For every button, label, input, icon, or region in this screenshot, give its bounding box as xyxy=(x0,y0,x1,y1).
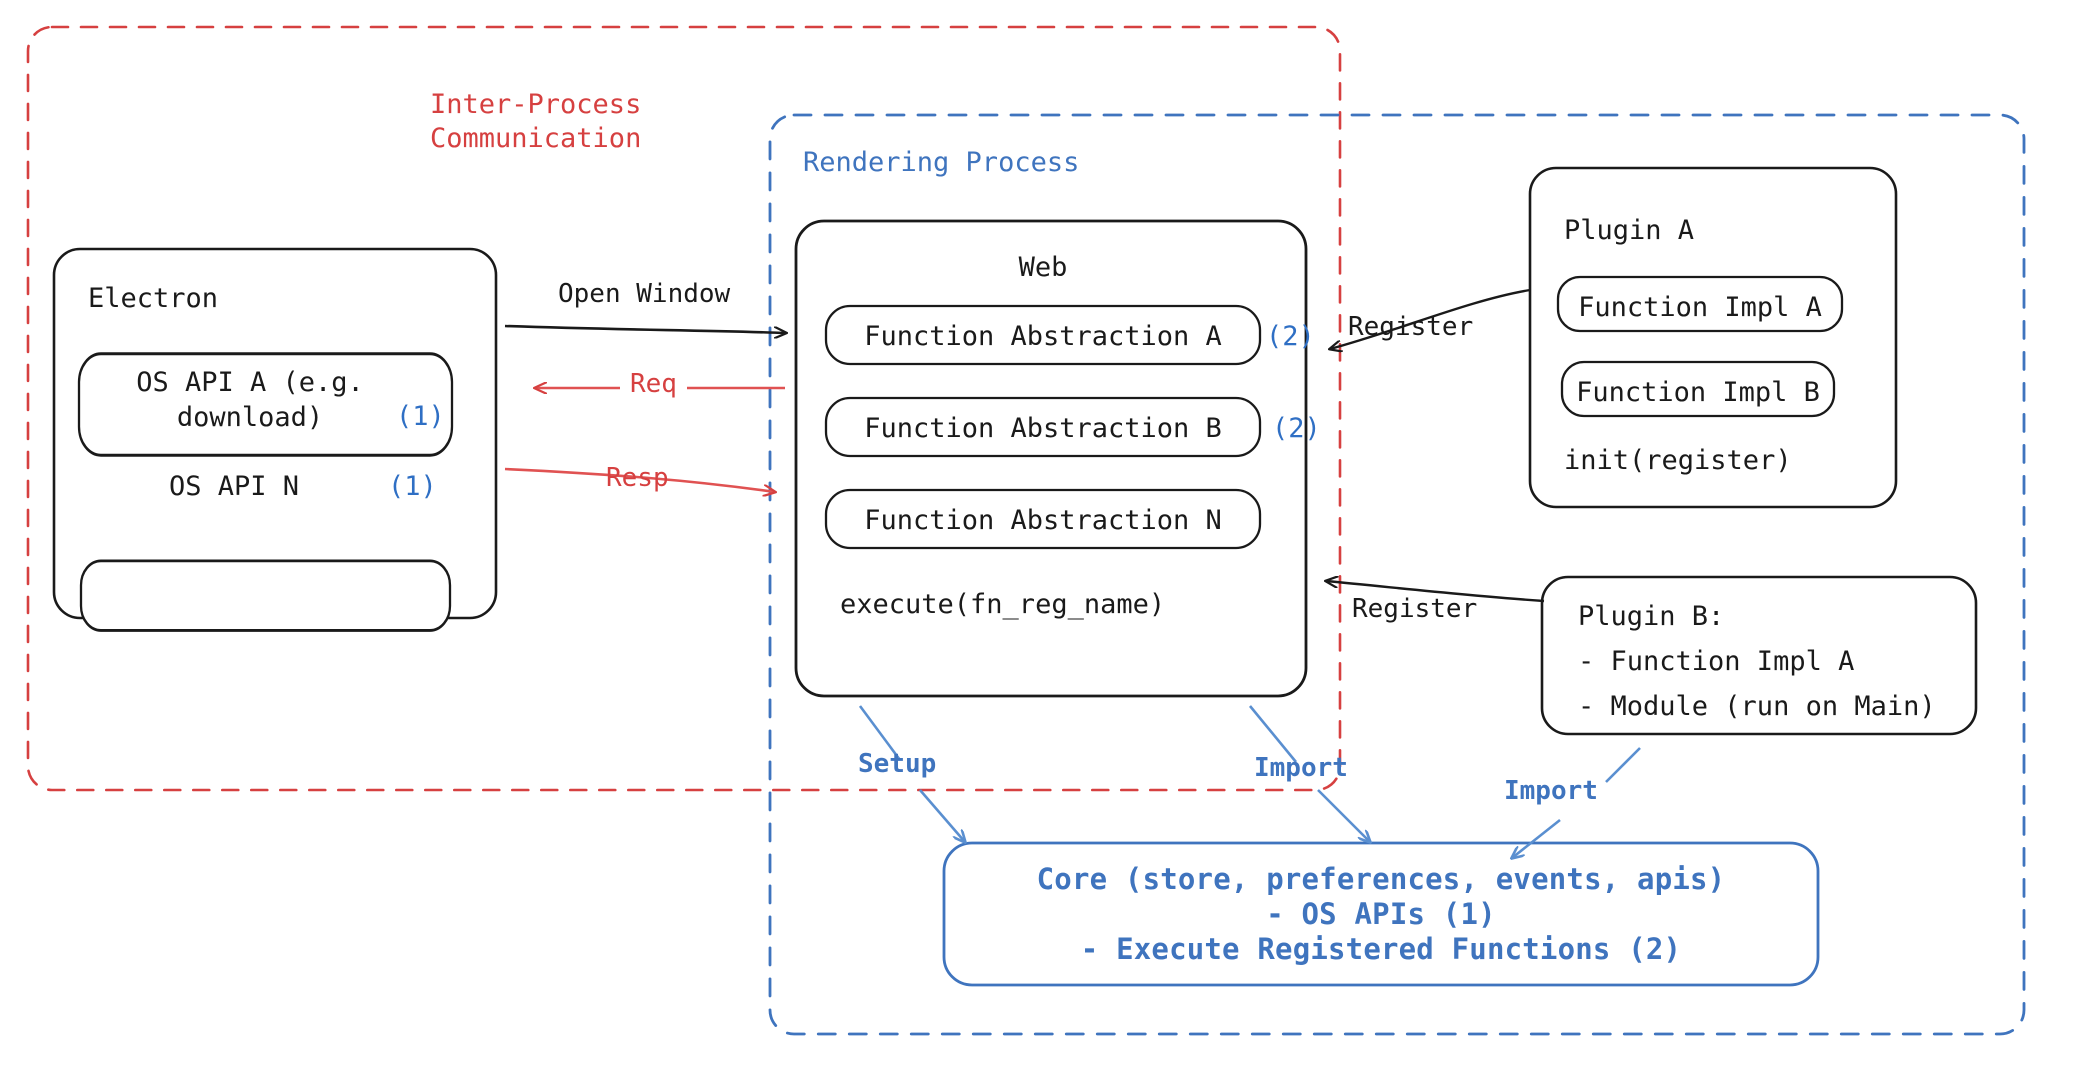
core-line-3: - Execute Registered Functions (2) xyxy=(1080,932,1682,966)
web-item-1-marker: (2) xyxy=(1272,413,1321,444)
edge-import-plugin-b xyxy=(1512,747,1641,858)
edge-register-plugin-a xyxy=(1330,288,1531,349)
node-title-electron: Electron xyxy=(88,283,219,314)
plugin-b-line-1: - Module (run on Main) xyxy=(1578,691,1936,722)
edge-label-import-web: Import xyxy=(1254,753,1348,783)
plugin-b-line-0: - Function Impl A xyxy=(1578,646,1855,677)
web-item-2-label: Function Abstraction N xyxy=(864,505,1222,536)
edge-label-resp: Resp xyxy=(606,463,669,493)
edge-register-plugin-b xyxy=(1326,581,1545,603)
plugin-a-footer-init: init(register) xyxy=(1564,445,1792,476)
edge-label-register-plugin-b: Register xyxy=(1352,594,1478,624)
group-label-ipc-line1: Inter-Process xyxy=(430,89,642,120)
node-title-web: Web xyxy=(1018,252,1068,283)
node-plugin-b xyxy=(1540,575,1978,736)
core-line-2: - OS APIs (1) xyxy=(1266,897,1496,931)
web-item-1-label: Function Abstraction B xyxy=(864,413,1222,444)
plugin-a-item-0-label: Function Impl A xyxy=(1578,292,1822,323)
node-electron xyxy=(52,247,498,632)
node-title-plugin-b: Plugin B: xyxy=(1578,601,1725,632)
edge-open-window xyxy=(504,324,786,333)
core-line-1: Core (store, preferences, events, apis) xyxy=(1036,862,1726,896)
web-item-0-label: Function Abstraction A xyxy=(864,321,1222,352)
edge-label-register-plugin-a: Register xyxy=(1348,312,1474,342)
edge-label-setup: Setup xyxy=(858,749,937,779)
electron-item-0-label: OS API A (e.g. download) xyxy=(136,367,364,433)
node-core xyxy=(942,841,1820,987)
node-web xyxy=(794,219,1308,698)
electron-item-1-label: OS API N xyxy=(168,471,300,502)
edge-import-web xyxy=(1248,705,1370,842)
electron-item-0-marker: (1) xyxy=(396,401,445,432)
edge-label-req: Req xyxy=(620,368,687,402)
edge-resp xyxy=(504,467,775,492)
web-item-0-marker: (2) xyxy=(1266,321,1315,352)
electron-item-1-marker: (1) xyxy=(388,471,437,502)
plugin-a-item-1-label: Function Impl B xyxy=(1576,377,1820,408)
node-title-plugin-a: Plugin A xyxy=(1564,215,1695,246)
edge-label-import-plugin-b: Import xyxy=(1504,776,1598,806)
edge-setup xyxy=(858,705,965,842)
group-label-ipc-line2: Communication xyxy=(430,123,642,154)
web-footer-execute: execute(fn_reg_name) xyxy=(840,589,1166,620)
node-plugin-a xyxy=(1528,166,1898,509)
group-ipc xyxy=(26,25,1342,792)
group-label-rendering-process: Rendering Process xyxy=(803,147,1080,178)
group-rendering-process xyxy=(768,113,2026,1036)
edge-label-open-window: Open Window xyxy=(558,279,731,309)
